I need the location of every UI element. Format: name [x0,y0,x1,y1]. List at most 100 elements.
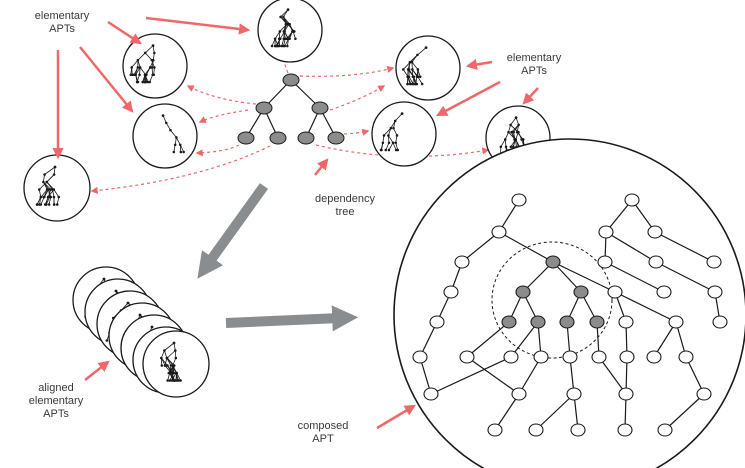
apt-edge [170,372,175,381]
apt-node [173,143,177,146]
dashed-connector-arrow [198,109,249,123]
apt-node [381,141,385,144]
composed-edge [494,393,520,431]
red-pointer-arrows [52,16,539,430]
apt-node [274,44,278,48]
composed-node [696,387,712,401]
label-elementary-apts-left: elementary APTs [22,10,102,36]
apt-edge [43,189,48,198]
apt-edge [46,181,53,190]
apt-node [396,148,400,152]
composed-node [707,285,723,299]
apt-node [160,364,164,367]
composed-node [706,255,722,269]
composed-node [491,225,507,239]
apt-edge [392,142,397,151]
red-pointer-arrow [145,16,251,35]
apt-node [147,80,150,84]
dashed-connector-arrow [186,85,257,105]
elementary-apt-3 [395,35,461,101]
composed-dependency-node [530,315,546,329]
apt-edge [510,117,517,126]
apt-edge [136,74,140,83]
apt-node [152,73,155,76]
apt-node [172,150,176,154]
red-pointer-arrow [314,158,329,176]
dependency-node [237,131,255,145]
apt-edge [168,365,174,374]
apt-edge [149,60,154,68]
apt-edge [288,31,293,39]
apt-edge [38,181,48,190]
composed-node [533,350,549,364]
elementary-apt-7 [23,154,91,222]
apt-node [179,379,182,382]
apt-edge [292,31,296,39]
label-line: composed [297,420,349,432]
apt-node [387,148,391,152]
composed-edge [518,356,542,395]
elementary-apt-4 [132,103,198,169]
composed-node [624,193,640,207]
apt-node [408,82,412,86]
apt-edge [417,47,427,56]
label-line: APTs [49,23,75,35]
dependency-node [327,131,345,145]
elementary-apt-1 [122,33,188,99]
apt-edge [271,38,276,47]
apt-edge [53,189,60,198]
dashed-connector-arrow [343,128,370,136]
red-pointer-arrow [376,404,416,430]
apt-node [145,80,148,84]
apt-edge [40,196,45,205]
label-line: dependency [315,193,375,205]
gray-flow-arrow [225,305,359,332]
apt-node [172,379,176,382]
apt-node [521,138,525,141]
composed-edge [510,321,539,358]
apt-edge [284,38,289,47]
apt-circle-outline [257,0,323,63]
apt-edge [144,45,154,54]
apt-node [179,150,183,154]
composed-node [503,350,519,364]
composed-edge [498,231,554,263]
red-pointer-arrow [107,20,142,45]
composed-edge [653,321,677,358]
apt-edge [511,132,515,140]
apt-node [150,66,154,69]
composed-node [597,255,613,269]
apt-edge [166,357,174,366]
label-line: elementary [28,395,84,407]
composed-node [570,423,586,437]
composed-edge [466,321,510,358]
apt-edge [44,166,56,175]
composed-node [412,350,428,364]
composed-node [619,350,635,364]
apt-circle-outline [142,330,210,398]
composed-node [618,315,634,329]
composed-node [429,315,445,329]
composed-dependency-node [589,315,605,329]
dependency-node [255,101,273,115]
apt-node [166,379,169,382]
apt-node [294,37,297,40]
red-pointer-arrow [436,80,501,117]
apt-edge [283,16,287,25]
label-line: APT [312,433,334,445]
apt-circle-outline [371,101,437,167]
apt-edge [179,144,185,153]
elementary-apt-2 [257,0,323,63]
composed-node [591,350,607,364]
apt-edge [513,124,519,133]
apt-edge [407,76,411,85]
apt-node [411,82,415,86]
red-pointer-arrow [522,87,539,105]
apt-edge [385,142,390,151]
composed-node [668,315,684,329]
composed-node [598,225,614,239]
composed-node [511,387,527,401]
apt-edge [411,54,418,63]
apt-node [509,145,513,148]
apt-edge [44,196,49,205]
